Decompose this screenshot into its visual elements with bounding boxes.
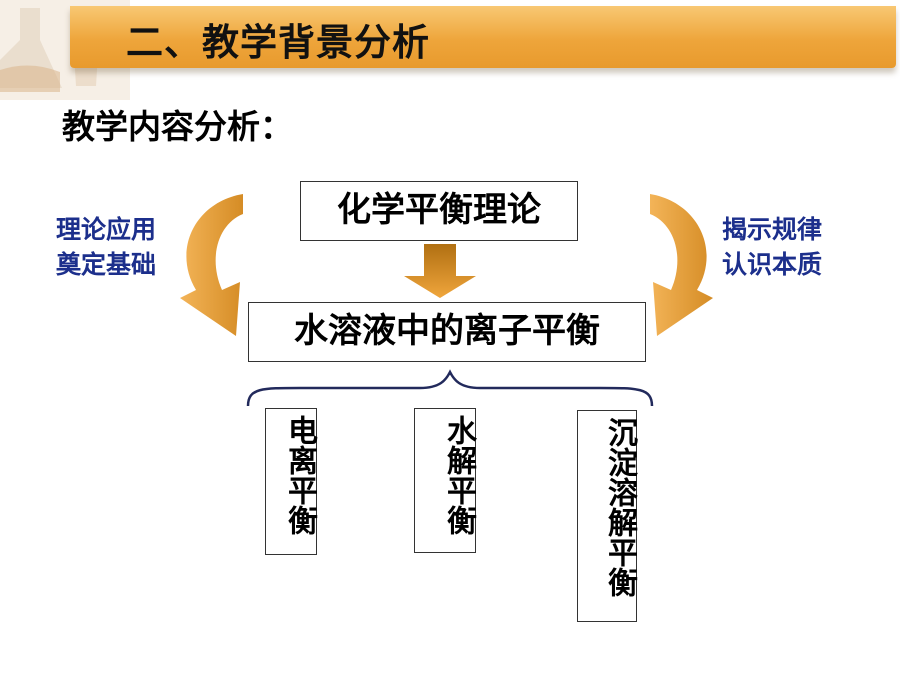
- down-arrow-icon: [404, 244, 476, 298]
- right-note-line: 认识本质: [722, 250, 823, 279]
- left-note-line: 理论应用: [56, 215, 157, 244]
- ionic-equilibrium-box: 水溶液中的离子平衡: [248, 302, 646, 362]
- header-bar: [70, 6, 896, 68]
- right-note-line: 揭示规律: [722, 215, 823, 244]
- ionization-equilibrium-box: 电离平衡: [265, 408, 317, 555]
- right-curved-arrow-icon: [650, 194, 713, 336]
- chemical-equilibrium-theory-box: 化学平衡理论: [300, 181, 578, 241]
- left-note: 理论应用 奠定基础: [56, 212, 156, 282]
- hydrolysis-equilibrium-box: 水解平衡: [414, 408, 476, 553]
- right-note: 揭示规律 认识本质: [722, 212, 822, 282]
- curly-brace-icon: [246, 369, 654, 407]
- dissolution-equilibrium-box: 沉淀溶解平衡: [577, 410, 637, 622]
- left-curved-arrow-icon: [180, 194, 243, 336]
- section-subtitle: 教学内容分析：: [62, 107, 293, 146]
- left-note-line: 奠定基础: [56, 250, 157, 279]
- page-title: 二、教学背景分析: [126, 21, 430, 64]
